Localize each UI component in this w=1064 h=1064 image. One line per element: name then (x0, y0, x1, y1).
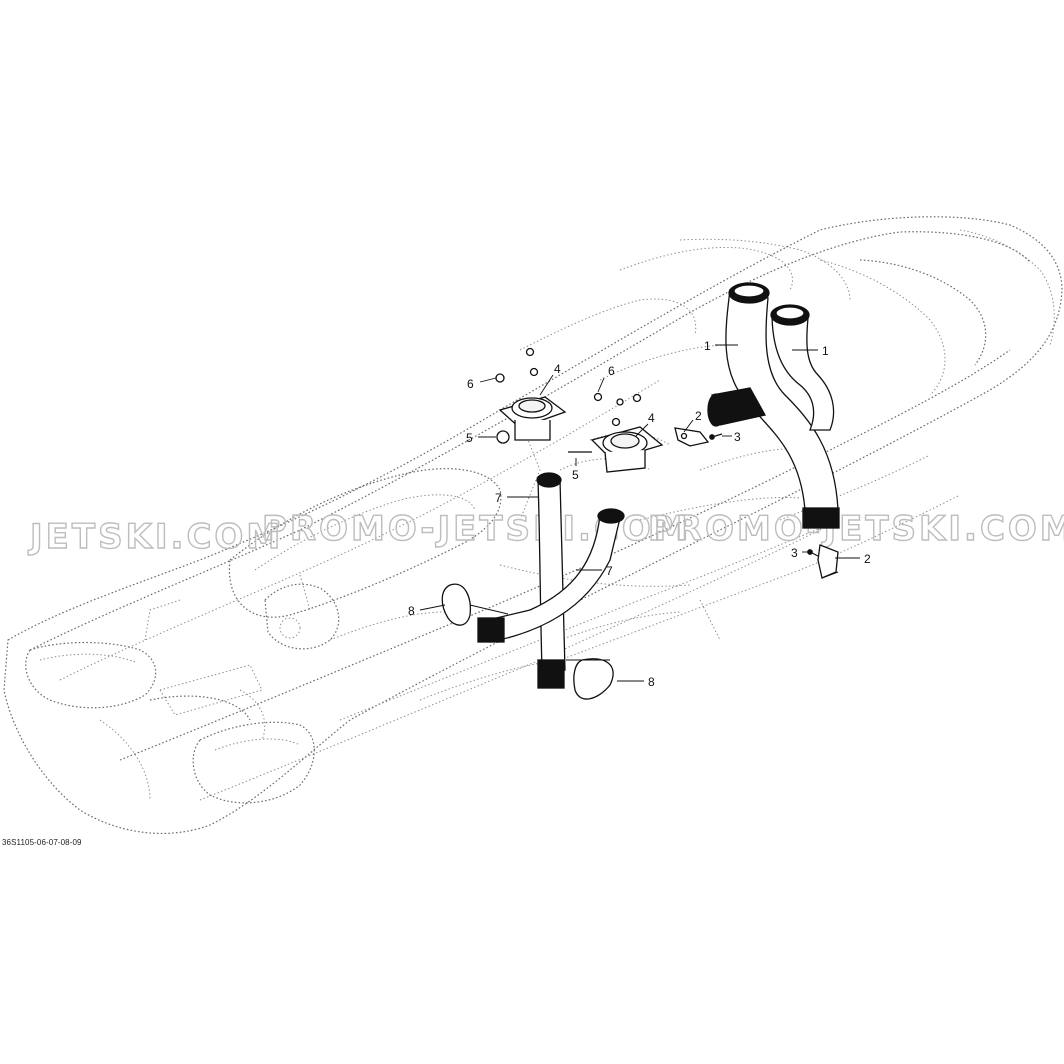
callout-5-left: 5 (466, 431, 473, 445)
callout-6-left: 6 (467, 377, 474, 391)
bracket-upper (674, 427, 723, 447)
watermark-jetski: JETSKI.COM (28, 517, 283, 557)
callout-3-upper: 3 (734, 430, 741, 444)
bracket-lower (807, 544, 839, 579)
callout-3-lower: 3 (791, 546, 798, 560)
fitting-right (568, 426, 664, 473)
callout-layer: 1 1 2 2 3 3 4 4 5 5 6 6 7 7 8 (408, 339, 871, 689)
callout-7-right: 7 (606, 564, 613, 578)
watermark-promo-jetski-1: PROMO-JETSKI.COM (262, 509, 691, 549)
callout-1-right: 1 (822, 344, 829, 358)
fitting-left (496, 396, 567, 444)
callout-8-left: 8 (408, 604, 415, 618)
callout-2-lower: 2 (864, 552, 871, 566)
clamp-left (441, 583, 471, 626)
drawing-code: 36S1105-06-07-08-09 (2, 838, 82, 847)
callout-4-right: 4 (648, 411, 655, 425)
callout-5-right: 5 (572, 468, 579, 482)
callout-6-right: 6 (608, 364, 615, 378)
exhaust-tube-assembly (707, 282, 840, 529)
callout-8-right: 8 (648, 675, 655, 689)
clamp-right (573, 658, 614, 700)
hose-assembly (477, 472, 625, 689)
hardware-nuts (495, 347, 642, 427)
callout-7-left: 7 (495, 491, 502, 505)
watercraft-hull-outline (3, 216, 1063, 834)
watermark-promo-jetski-2: PROMO-JETSKI.COM (648, 509, 1064, 549)
watermark-layer: JETSKI.COM PROMO-JETSKI.COM PROMO-JETSKI… (27, 508, 1064, 557)
callout-2-upper: 2 (695, 409, 702, 423)
callout-1-left: 1 (704, 339, 711, 353)
callout-4-left: 4 (554, 362, 561, 376)
